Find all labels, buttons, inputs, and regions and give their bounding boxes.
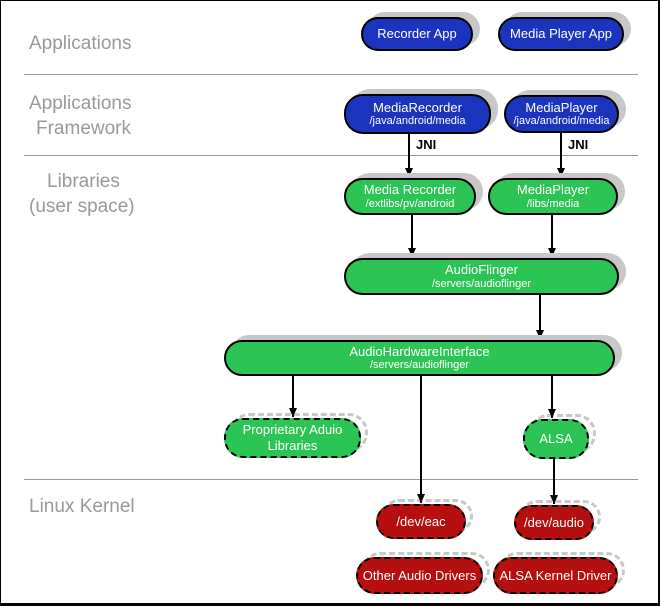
node-mediaplayer-framework: MediaPlayer /java/android/media (504, 95, 619, 133)
arrow-ahi-to-dev-eac (420, 375, 422, 503)
layer-label-text: Linux Kernel (29, 496, 135, 517)
node-subtitle: /java/android/media (369, 115, 466, 128)
node-title: MediaRecorder (373, 99, 462, 115)
node-title: /dev/audio (524, 514, 584, 530)
layer-divider (24, 155, 638, 156)
arrow-alsa-to-dev-audio (553, 458, 555, 504)
node-proprietary-audio-libraries: Proprietary Aduio Libraries (224, 413, 368, 458)
node-subtitle: /servers/audioflinger (369, 359, 470, 372)
arrow-mediarecorder-to-audioflinger (411, 214, 413, 257)
node-title: Other Audio Drivers (362, 567, 477, 583)
node-media-recorder-lib: Media Recorder /extlibs/pv/android (344, 178, 476, 215)
layer-label-text: (user space) (29, 196, 135, 217)
node-title: Media Player App (510, 26, 612, 42)
node-title: MediaPlayer (516, 182, 590, 198)
node-title: AudioFlinger (445, 262, 518, 278)
node-audio-hardware-interface: AudioHardwareInterface /servers/audiofli… (224, 340, 615, 376)
node-alsa-kernel-driver: ALSA Kernel Driver (493, 552, 625, 594)
layer-label-text: Applications (29, 33, 132, 54)
arrow-ahi-to-alsa (551, 375, 553, 418)
layer-label-text: Applications (29, 93, 132, 114)
node-subtitle: /extlibs/pv/android (365, 197, 455, 210)
node-subtitle: /libs/media (526, 197, 580, 210)
node-title: Media Recorder (363, 182, 457, 198)
node-title: Recorder App (377, 26, 457, 42)
node-dev-eac: /dev/eac (376, 499, 473, 539)
jni-label-left: JNI (416, 137, 437, 152)
arrow-audioflinger-to-ahi (539, 294, 541, 339)
node-dev-audio: /dev/audio (514, 500, 601, 540)
layer-divider (24, 479, 638, 480)
layer-label-applications: Applications (29, 31, 131, 56)
arrow-ahi-to-proprietary (292, 375, 294, 417)
layer-label-text: Framework (36, 118, 132, 139)
node-title: ALSA (539, 431, 573, 447)
jni-label-right: JNI (568, 137, 589, 152)
layer-label-libraries: Libraries (user space) (29, 169, 135, 219)
layer-divider (24, 74, 638, 75)
node-title: ALSA Kernel Driver (499, 567, 612, 583)
layer-label-framework: Applications Framework (29, 91, 131, 141)
arrow-mediaplayer-jni (560, 132, 562, 177)
node-title: AudioHardwareInterface (349, 343, 490, 359)
node-mediarecorder-framework: MediaRecorder /java/android/media (344, 94, 491, 134)
node-audioflinger: AudioFlinger /servers/audioflinger (344, 258, 619, 295)
node-alsa: ALSA (523, 414, 596, 459)
node-title: MediaPlayer (525, 99, 598, 115)
layer-label-kernel: Linux Kernel (29, 494, 135, 519)
arrow-mediarecorder-jni (408, 134, 410, 177)
node-mediaplayer-lib: MediaPlayer /libs/media (488, 178, 618, 215)
node-recorder-app: Recorder App (361, 17, 473, 51)
node-subtitle: /servers/audioflinger (431, 277, 532, 290)
node-media-player-app: Media Player App (498, 17, 624, 51)
arrow-mediaplayer-to-audioflinger (551, 214, 553, 257)
layer-label-text: Libraries (47, 171, 120, 192)
node-other-audio-drivers: Other Audio Drivers (356, 552, 490, 594)
node-subtitle: /java/android/media (513, 115, 610, 128)
node-title: /dev/eac (396, 513, 446, 529)
node-title: Proprietary Aduio Libraries (242, 422, 343, 453)
